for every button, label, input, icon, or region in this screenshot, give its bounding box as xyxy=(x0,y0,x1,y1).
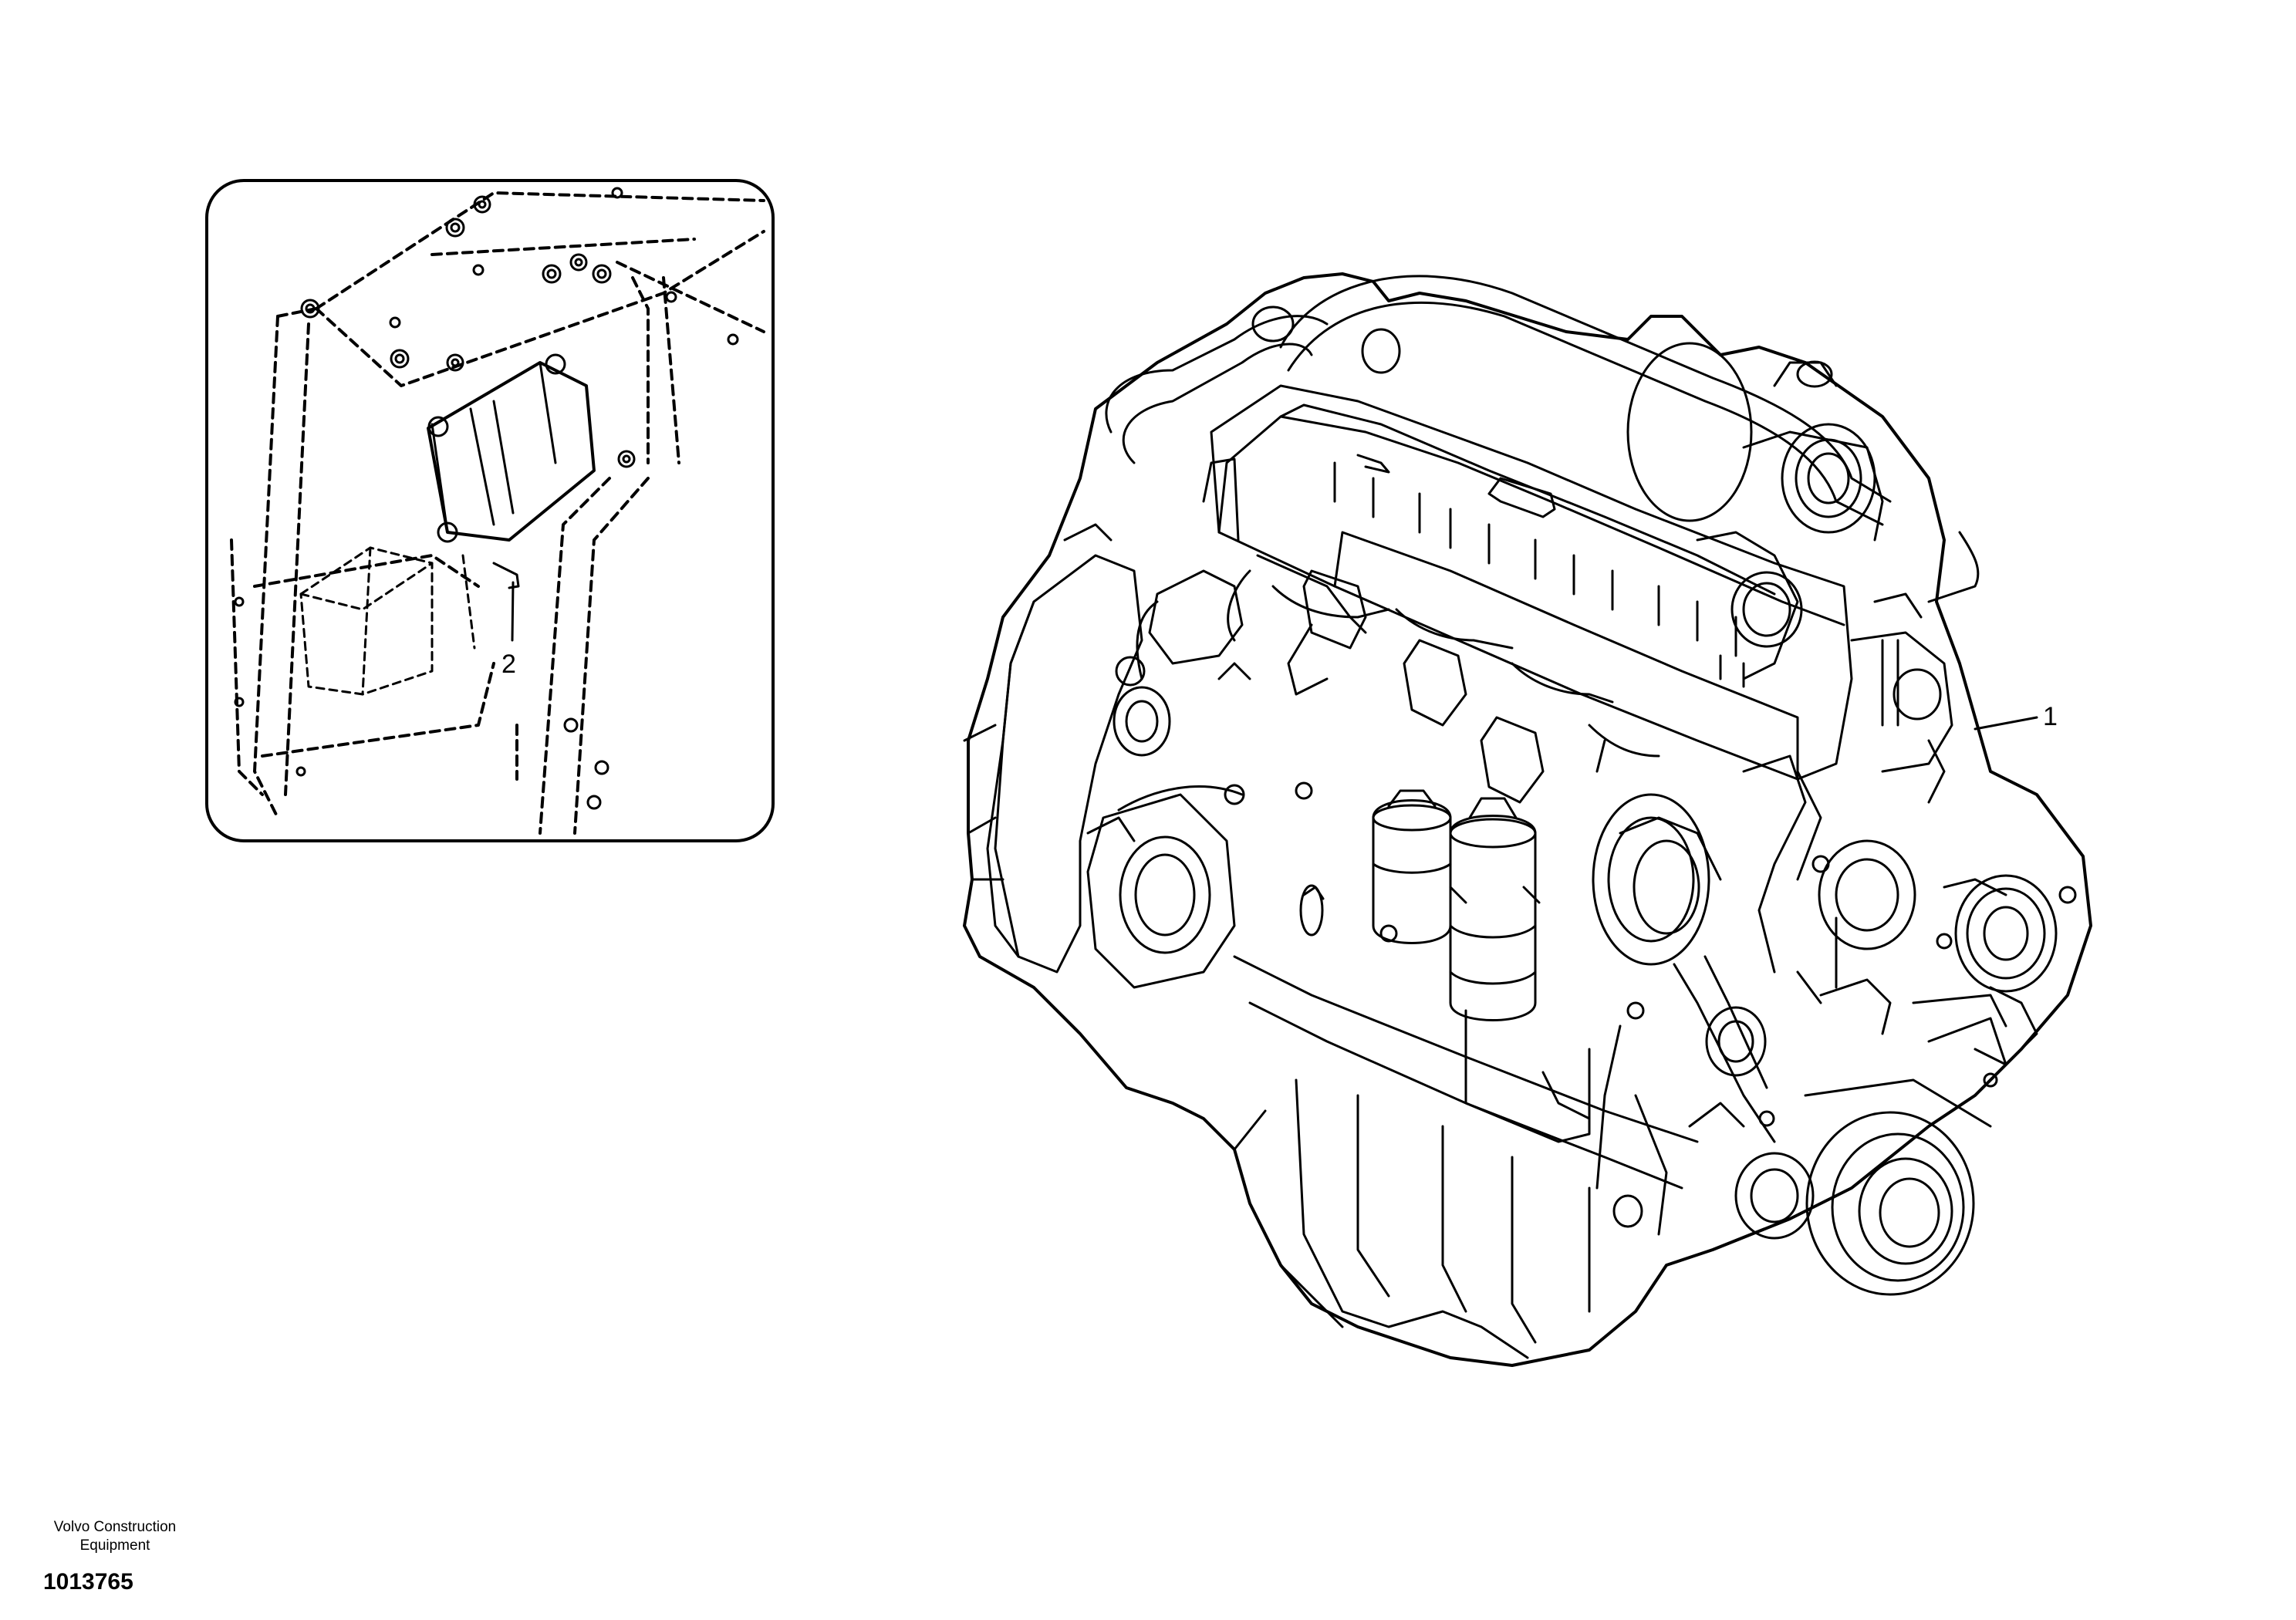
inset-detail-ecu-mount xyxy=(205,179,775,842)
fuel-filters xyxy=(1372,789,1541,1021)
cab-frame-dashed xyxy=(230,191,765,835)
engine-fasteners xyxy=(1086,639,2077,1127)
footer-block: Volvo Construction Equipment 1013765 xyxy=(19,1518,211,1595)
callout-label-part-1: 1 xyxy=(2043,702,2058,731)
turbocharger xyxy=(1626,342,1953,773)
callout-label-part-2: 2 xyxy=(501,650,516,679)
leader-line-part-1 xyxy=(1974,716,2038,731)
document-number: 1013765 xyxy=(43,1569,133,1595)
fuel-injectors xyxy=(1115,457,1745,804)
cylinder-head xyxy=(1210,384,1853,781)
company-name-line2: Equipment xyxy=(79,1537,150,1554)
ecu-unit xyxy=(427,353,596,543)
inset-frame xyxy=(205,179,775,842)
engine-assembly-part-1 xyxy=(963,272,2092,1367)
battery-box-dashed xyxy=(299,546,476,696)
engine-block-oil-pan xyxy=(1233,955,1699,1359)
mounting-nuts xyxy=(234,187,739,810)
company-name-line1: Volvo Construction xyxy=(53,1519,177,1535)
flywheel-housing xyxy=(963,523,1325,989)
ecu-screw-part-2 xyxy=(492,562,520,642)
accessory-drive xyxy=(1592,754,2058,1296)
engine-outline xyxy=(963,272,2092,1367)
